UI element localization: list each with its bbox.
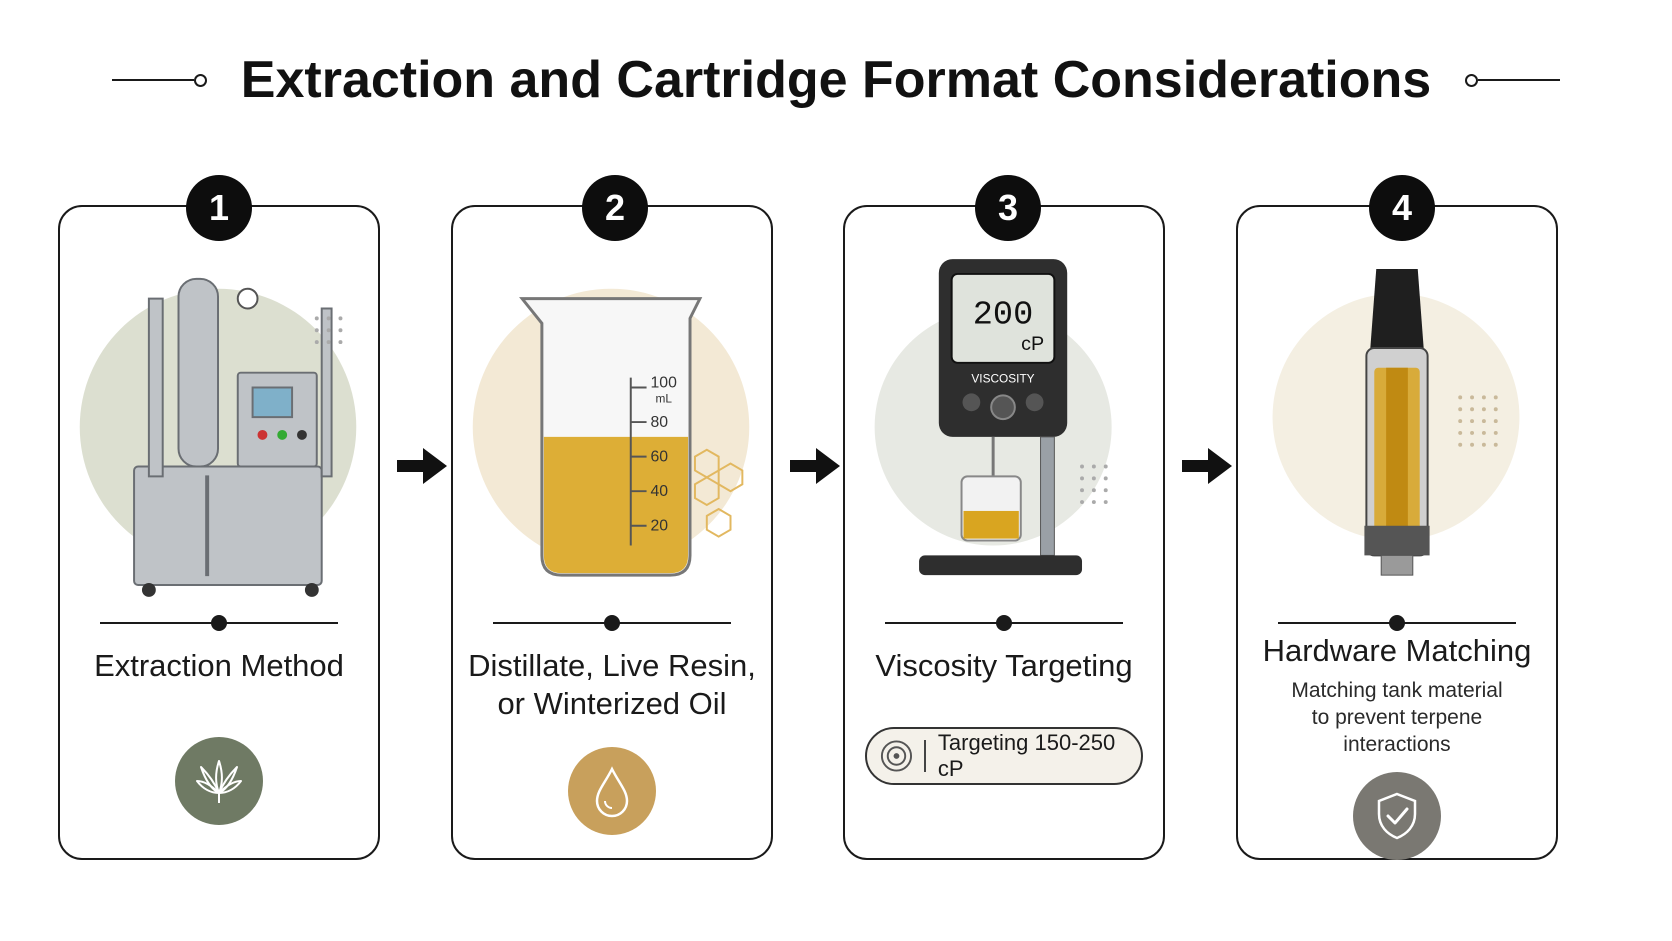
step-sublabel-line: interactions (1343, 733, 1451, 756)
step-3-badge: 3 (975, 175, 1041, 241)
viscometer-illustration: 200 cP VISCOSITY (874, 259, 1112, 576)
shield-check-icon (1353, 772, 1441, 860)
divider-dot (604, 615, 620, 631)
cartridge-illustration (1272, 268, 1520, 576)
extraction-machine-illustration (79, 277, 357, 597)
title-decoration-left (111, 73, 207, 87)
step-sublabel: Matching tank material to prevent terpen… (1258, 677, 1536, 758)
arrow-right-icon (1182, 448, 1232, 484)
pill-separator (923, 740, 926, 772)
title-row: Extraction and Cartridge Format Consider… (0, 40, 1672, 120)
step-sublabel-line: Matching tank material (1291, 679, 1503, 702)
step-label: Viscosity Targeting (875, 648, 1133, 683)
step-label: Extraction Method (94, 648, 344, 683)
step-4-badge: 4 (1369, 175, 1435, 241)
beaker-scale-label: 80 (651, 414, 669, 431)
title-decoration-right (1465, 73, 1561, 87)
step-1-badge: 1 (186, 175, 252, 241)
step-card-extraction: Extraction Method (58, 205, 380, 860)
beaker-scale-label: 60 (651, 449, 669, 466)
step-label: Distillate, Live Resin, or Winterized Oi… (463, 647, 761, 723)
divider-dot (996, 615, 1012, 631)
page-title: Extraction and Cartridge Format Consider… (240, 51, 1432, 109)
divider-dot (1389, 615, 1405, 631)
viscosity-target-pill: Targeting 150-250 cP (865, 727, 1143, 785)
meter-value: 200 (973, 296, 1033, 334)
step-sublabel-line: to prevent terpene (1311, 706, 1483, 729)
arrow-right-icon (790, 448, 840, 484)
step-card-hardware: Hardware Matching Matching tank material… (1236, 205, 1558, 860)
meter-label: VISCOSITY (971, 372, 1034, 386)
beaker-illustration: 100 mL 80 60 40 20 (472, 288, 750, 577)
divider-dot (211, 615, 227, 631)
meter-unit: cP (1021, 333, 1044, 355)
step-label-line: Distillate, Live Resin, (468, 648, 756, 683)
beaker-scale-unit: mL (655, 391, 672, 405)
cannabis-leaf-icon (175, 737, 263, 825)
oil-drop-icon (568, 747, 656, 835)
beaker-scale-label: 20 (651, 518, 669, 535)
pill-text: Targeting 150-250 cP (937, 730, 1116, 781)
beaker-scale-label: 40 (651, 483, 669, 500)
target-icon (880, 740, 913, 772)
step-label: Hardware Matching (1262, 633, 1532, 668)
step-label-line: or Winterized Oil (497, 686, 727, 721)
beaker-scale-label: 100 (651, 374, 678, 391)
arrow-right-icon (397, 448, 447, 484)
step-2-badge: 2 (582, 175, 648, 241)
step-card-viscosity: 200 cP VISCOSITY Viscosity Targeting Tar… (843, 205, 1165, 860)
step-card-oil-type: 100 mL 80 60 40 20 Distillate, Live Resi… (451, 205, 773, 860)
